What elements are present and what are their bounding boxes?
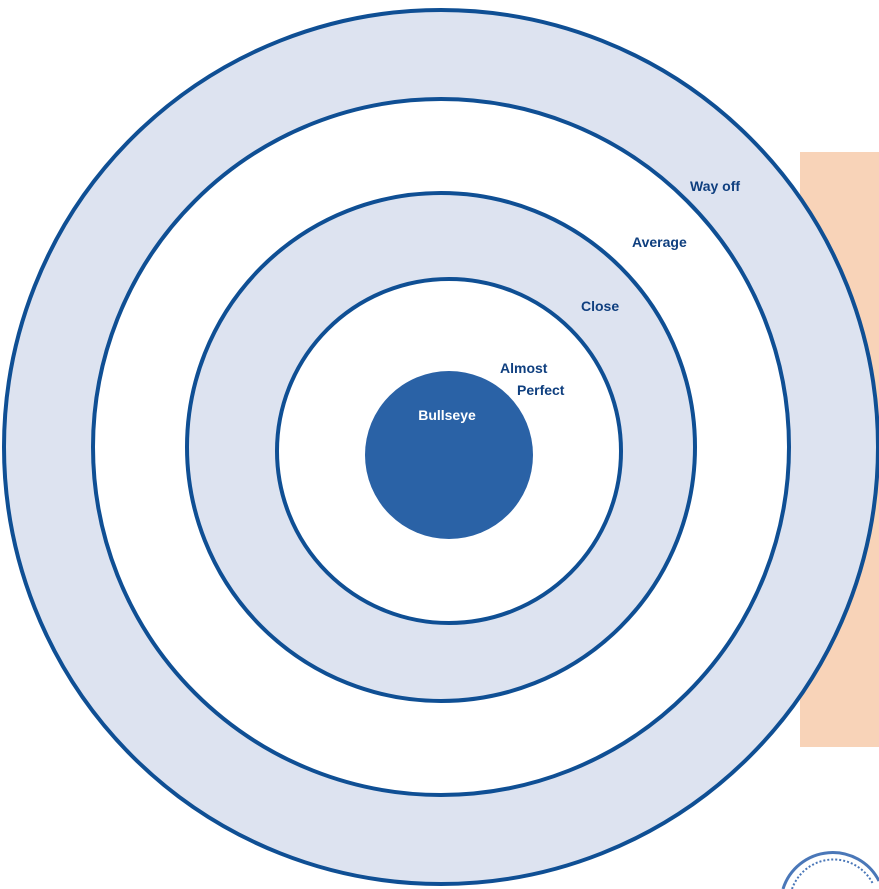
label-close: Close (581, 298, 619, 314)
label-way-off: Way off (690, 178, 740, 194)
label-perfect: Perfect (517, 382, 565, 398)
bullseye-disc (365, 371, 533, 539)
label-almost-perfect: Almost Perfect (500, 360, 565, 398)
label-average: Average (632, 234, 687, 250)
label-bullseye: Bullseye (418, 407, 476, 423)
label-almost: Almost (500, 360, 548, 376)
seal-badge-partial (781, 851, 879, 889)
